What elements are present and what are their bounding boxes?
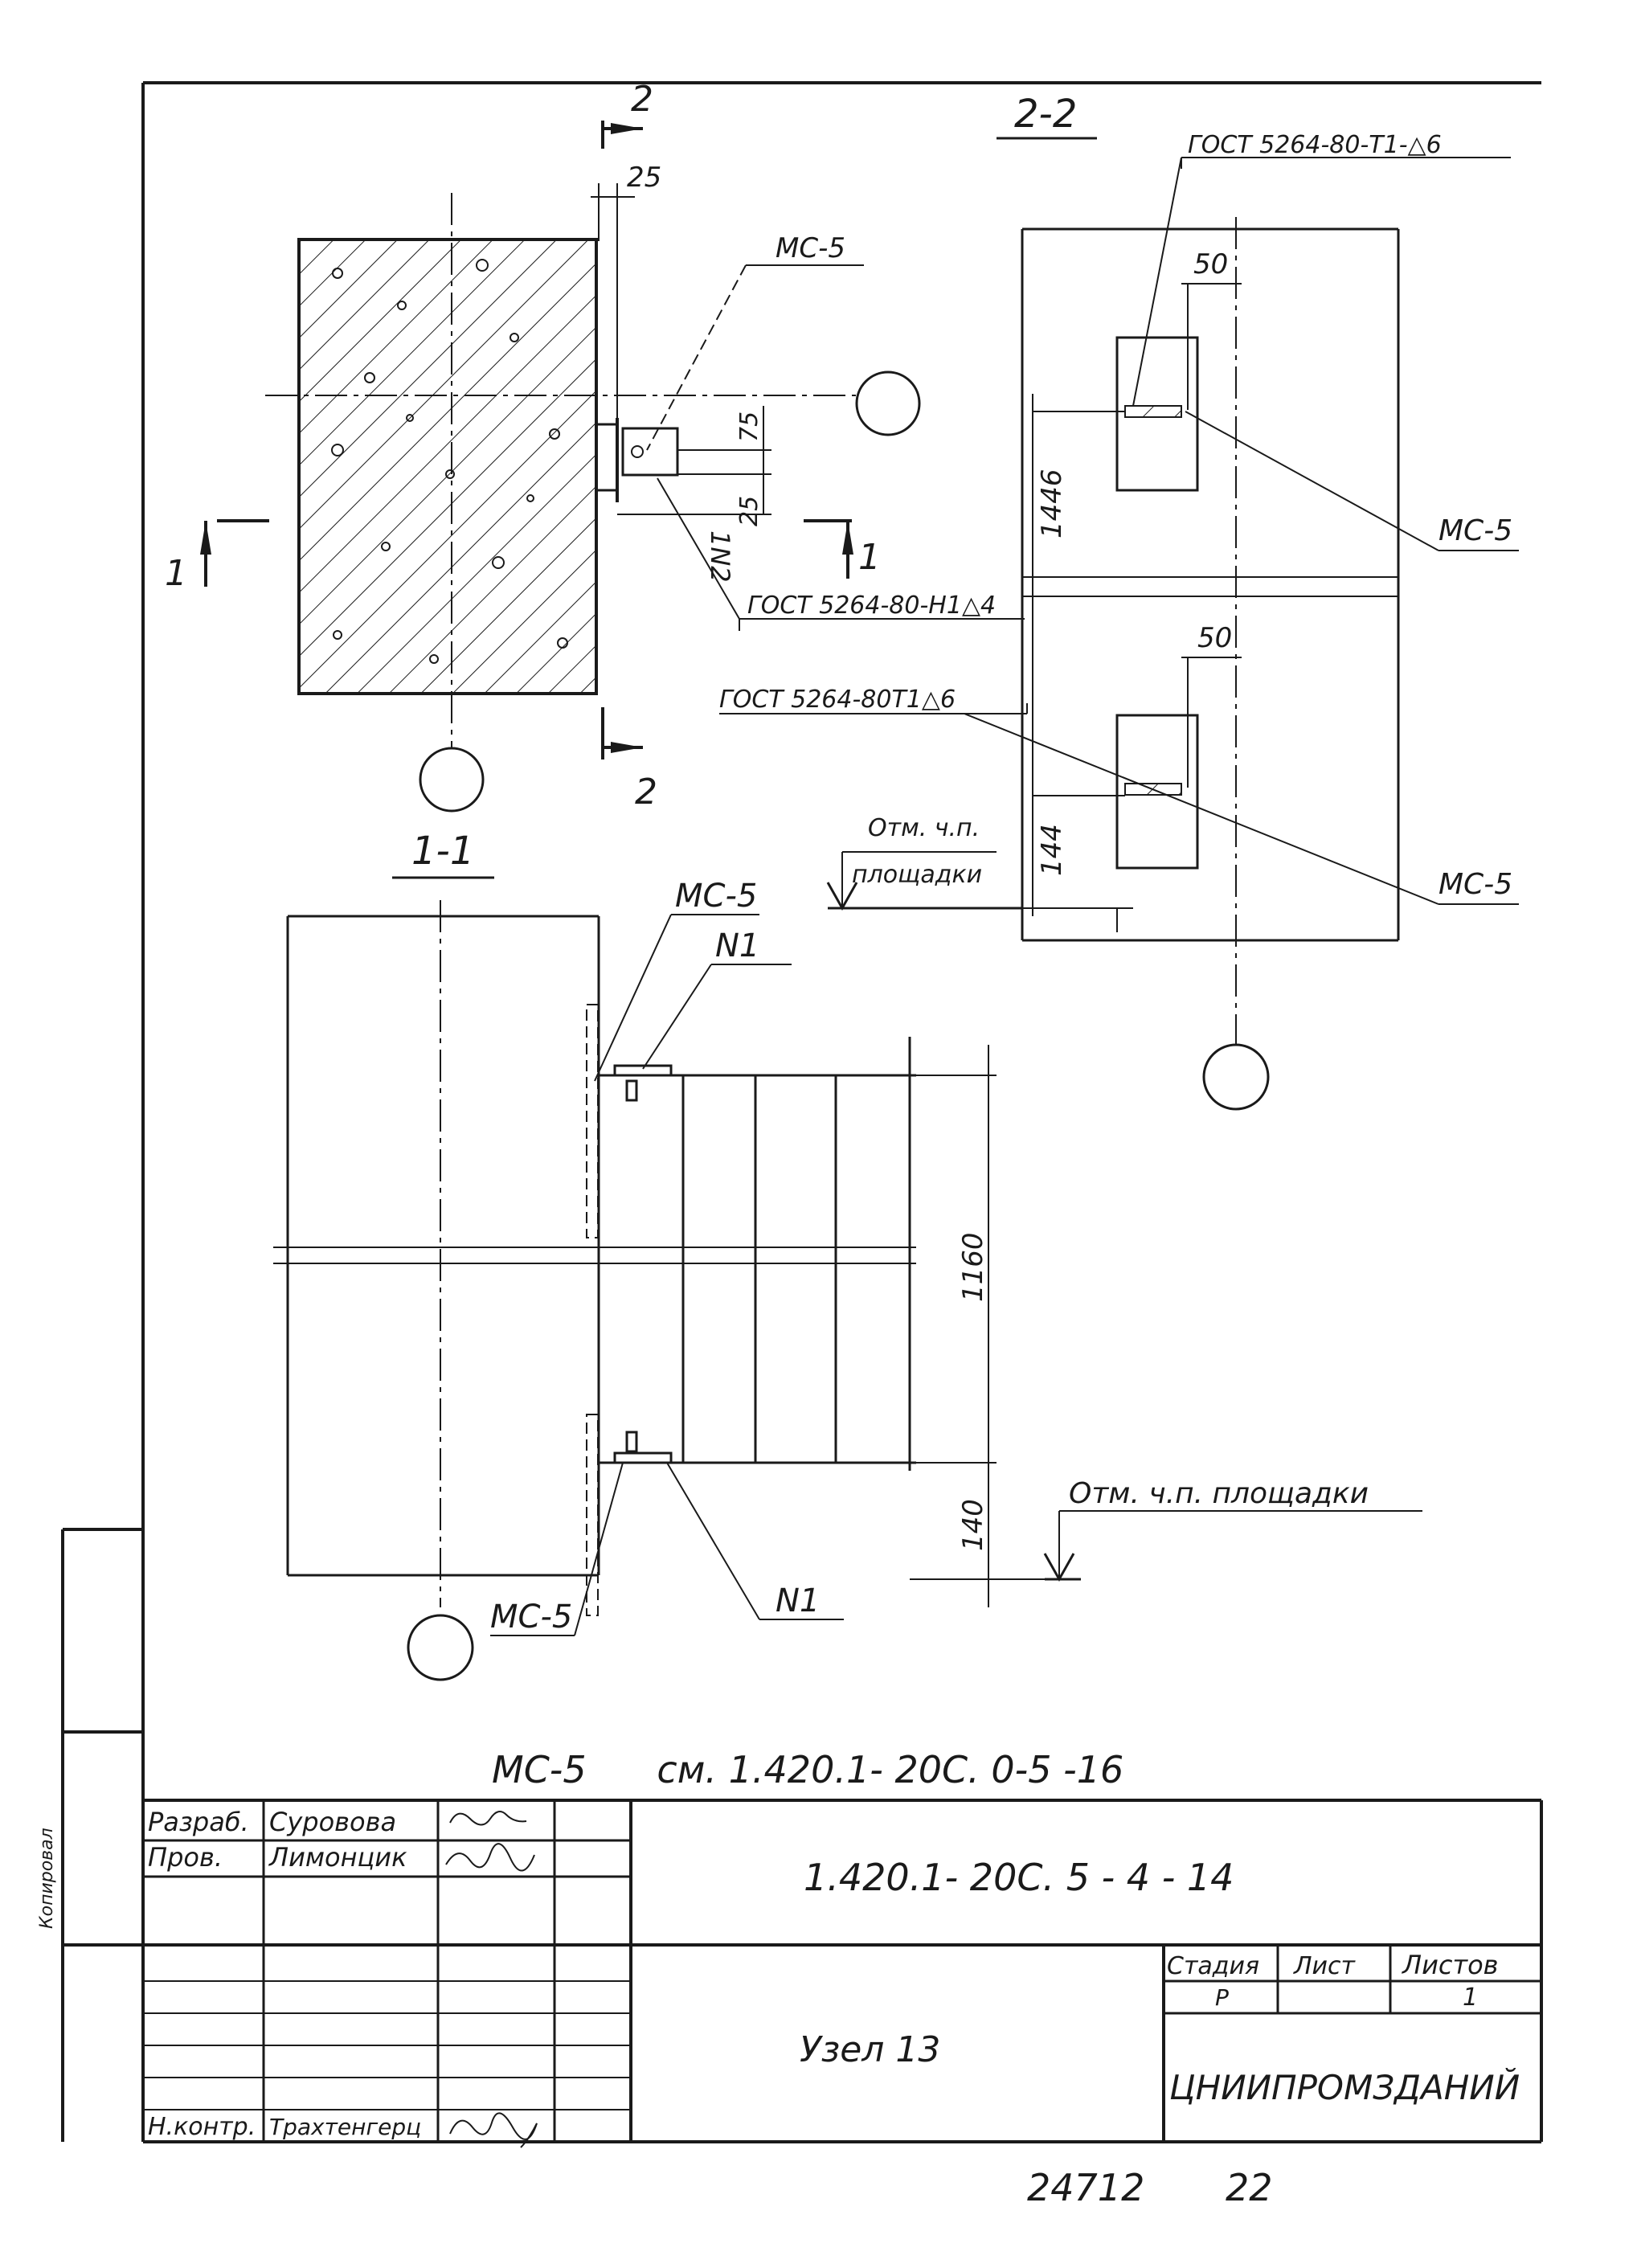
- label-mc5-upper-right: МС-5: [1439, 514, 1512, 547]
- tb-stage-value: Р: [1215, 1984, 1229, 2011]
- tb-role-1: Разраб.: [148, 1807, 249, 1837]
- signature-1: [449, 1811, 527, 1826]
- signature-3: [449, 2112, 538, 2148]
- weld-plate-upper: [1124, 405, 1182, 418]
- label-mc5-lower-right: МС-5: [1439, 868, 1512, 901]
- dim-140: 140: [957, 1499, 989, 1551]
- concrete-column: [297, 238, 598, 695]
- axis-bubble-section-2-2: [1202, 1043, 1270, 1111]
- label-n1-section-lower: N1: [776, 1582, 820, 1619]
- reference-note: МС-5 см. 1.420.1- 20С. 0-5 -16: [492, 1748, 1123, 1791]
- level-label-2-2-line1: Отм. ч.п.: [868, 814, 980, 842]
- dim-50-bottom: 50: [1197, 622, 1232, 654]
- tb-stage-header: Стадия: [1167, 1952, 1259, 1980]
- level-label-2-2-line2: площадки: [852, 861, 982, 889]
- signature-2: [445, 1843, 535, 1872]
- weld-callout-plan: ГОСТ 5264-80-Н1△4: [747, 592, 996, 620]
- section-2-2-title: 2-2: [1014, 92, 1077, 137]
- cut-mark-2-top: 2: [631, 79, 653, 120]
- label-n1-section-upper: N1: [715, 927, 759, 964]
- bracket-n1-lower: [613, 1451, 673, 1464]
- tb-name-2: Лимонцик: [268, 1842, 407, 1873]
- title-block: [143, 1799, 1541, 2142]
- section-2-2-view: 2-2 50 ГОСТ 5264-80-Т1-△6 МС-5 50: [719, 92, 1519, 1111]
- label-mc5-plan: МС-5: [776, 232, 845, 264]
- dim-50-top: 50: [1193, 248, 1228, 280]
- plan-view: 25 75 25 МС-5 ГОСТ 5264-80-Н1△4 1N2 2 2 …: [165, 79, 1025, 813]
- tb-name-6: Трахтенгерц: [269, 2114, 421, 2140]
- bracket-n1-plan: [621, 427, 679, 477]
- cut-mark-2-bottom: 2: [635, 772, 657, 813]
- tb-organization: ЦНИИПРОМЗДАНИЙ: [1169, 2067, 1520, 2107]
- bracket-n1-upper: [613, 1064, 673, 1077]
- section-1-1-view: 1-1 1160 140: [273, 829, 1422, 1681]
- weld-callout-top-right: ГОСТ 5264-80-Т1-△6: [1188, 131, 1442, 159]
- tb-role-6: Н.контр.: [148, 2113, 256, 2141]
- dim-25-side: 25: [735, 496, 763, 526]
- cut-mark-1-right: 1: [858, 537, 881, 578]
- label-mc5-section-upper: МС-5: [675, 878, 757, 915]
- margin-stamp: Копировал: [37, 1828, 57, 1929]
- tb-role-2: Пров.: [148, 1842, 223, 1873]
- label-mc5-section-lower: МС-5: [490, 1599, 572, 1635]
- dim-75: 75: [735, 411, 763, 442]
- weld-callout-lower-right: ГОСТ 5264-80Т1△6: [719, 686, 956, 714]
- label-1n2: 1N2: [705, 530, 735, 583]
- dim-1160: 1160: [957, 1232, 989, 1302]
- dim-25-top: 25: [627, 162, 661, 194]
- tb-name-1: Суровова: [269, 1807, 396, 1837]
- dim-1446: 1446: [1036, 469, 1068, 538]
- tb-designation: 1.420.1- 20С. 5 - 4 - 14: [804, 1856, 1234, 1899]
- tb-sheet-header: Лист: [1293, 1952, 1357, 1980]
- level-label-1-1: Отм. ч.п. площадки: [1069, 1477, 1369, 1510]
- section-1-1-title: 1-1: [411, 829, 474, 874]
- axis-bubble-section-1-1: [407, 1614, 474, 1681]
- dim-144: 144: [1036, 824, 1068, 876]
- footer-number-left: 24712: [1027, 2166, 1144, 2209]
- axis-bubble-bottom: [419, 747, 485, 813]
- cut-mark-1-left: 1: [165, 553, 187, 594]
- tb-title: Узел 13: [800, 2029, 940, 2070]
- axis-bubble-right: [855, 370, 921, 436]
- tb-sheets-header: Листов: [1402, 1950, 1499, 1980]
- tb-sheets-value: 1: [1463, 1983, 1478, 2012]
- concrete-aggregate: [331, 259, 568, 664]
- footer-number-right: 22: [1226, 2166, 1273, 2209]
